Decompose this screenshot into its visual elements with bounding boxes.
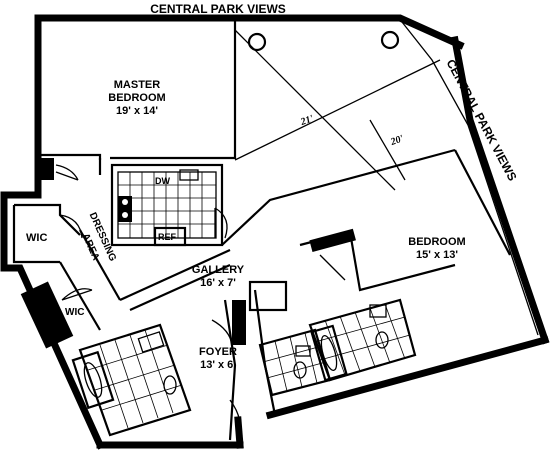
foyer-name: FOYER	[199, 346, 237, 358]
bathroom-3	[258, 328, 332, 397]
bathroom-2	[308, 298, 417, 382]
top-view-label: CENTRAL PARK VIEWS	[150, 2, 286, 16]
foyer-size: 13' x 6'	[200, 359, 236, 371]
bathroom-1	[71, 323, 192, 437]
master-bedroom-size: 19' x 14'	[116, 105, 158, 117]
refrigerator-label: REF	[158, 232, 177, 242]
wic-1-label: WIC	[26, 232, 47, 244]
living-width-dim: 20'	[388, 133, 405, 148]
bedroom-name: BEDROOM	[408, 236, 465, 248]
interior-walls	[12, 148, 511, 441]
gallery-name: GALLERY	[192, 264, 245, 276]
kitchen	[110, 163, 228, 247]
dishwasher-label: DW	[155, 176, 170, 186]
bedroom-size: 15' x 13'	[416, 249, 458, 261]
wic-2-label: WIC	[65, 307, 84, 318]
master-bedroom-walls	[38, 18, 237, 181]
gallery-size: 16' x 7'	[200, 277, 236, 289]
master-bedroom-name: MASTER	[114, 79, 161, 91]
living-length-dim: 21'	[298, 113, 315, 128]
exterior-walls	[0, 14, 550, 450]
master-bedroom-name2: BEDROOM	[108, 92, 165, 104]
living-area	[234, 29, 441, 191]
